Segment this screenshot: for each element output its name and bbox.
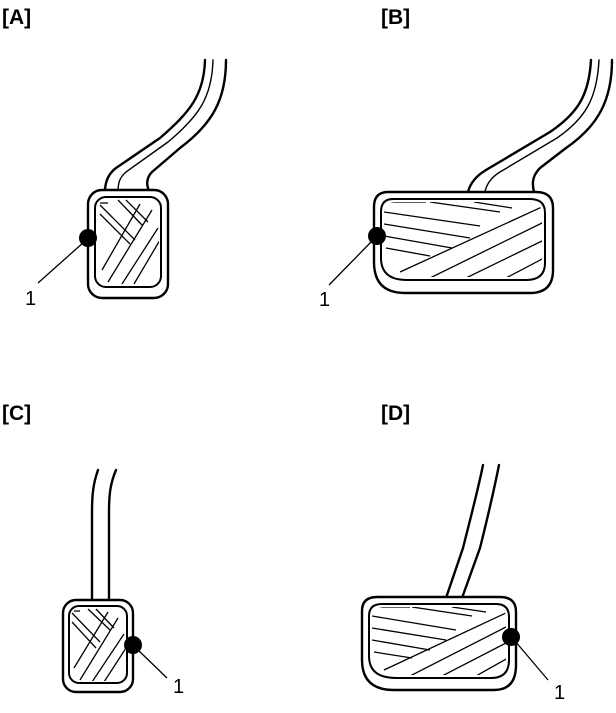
panel-a-callout: 1	[25, 229, 97, 310]
panel-c-callout: 1	[124, 636, 184, 698]
panel-d: [D] 1	[360, 402, 565, 704]
panel-b-tread-ribs	[384, 202, 542, 277]
panel-d-leader-line	[514, 640, 549, 681]
panel-c-pedal-arm	[90, 468, 118, 604]
panel-c-callout-number: 1	[173, 676, 184, 698]
panel-c-tread-ribs	[71, 608, 125, 681]
panel-d-tread-ribs	[372, 607, 506, 675]
panel-d-pedal-arm	[444, 463, 501, 600]
panel-b-pedal-pad	[372, 190, 555, 295]
panel-d-pedal-pad	[360, 595, 518, 692]
panel-d-label: [D]	[381, 402, 410, 425]
panel-d-callout-number: 1	[554, 682, 565, 704]
panel-a-tread-ribs	[99, 199, 159, 285]
panel-b-callout: 1	[319, 227, 386, 311]
panel-b-leader-line	[328, 239, 374, 286]
panel-a-pedal-pad	[86, 188, 170, 300]
panel-a-leader-line	[37, 241, 85, 284]
panel-c-leader-line	[136, 648, 168, 679]
panel-c-label: [C]	[2, 402, 31, 425]
panel-c: [C] 1	[2, 402, 184, 698]
panel-b: [B]	[319, 6, 614, 311]
panel-a-pedal-arm	[103, 58, 228, 194]
panel-b-pedal-arm	[466, 58, 614, 194]
panel-a-callout-number: 1	[25, 288, 36, 310]
panel-c-pedal-pad	[61, 598, 135, 694]
panel-a-label: [A]	[2, 6, 31, 29]
panel-b-callout-number: 1	[319, 289, 330, 311]
panel-d-callout: 1	[502, 628, 565, 704]
panel-a: [A] 1	[2, 6, 228, 310]
panel-b-label: [B]	[381, 6, 410, 29]
